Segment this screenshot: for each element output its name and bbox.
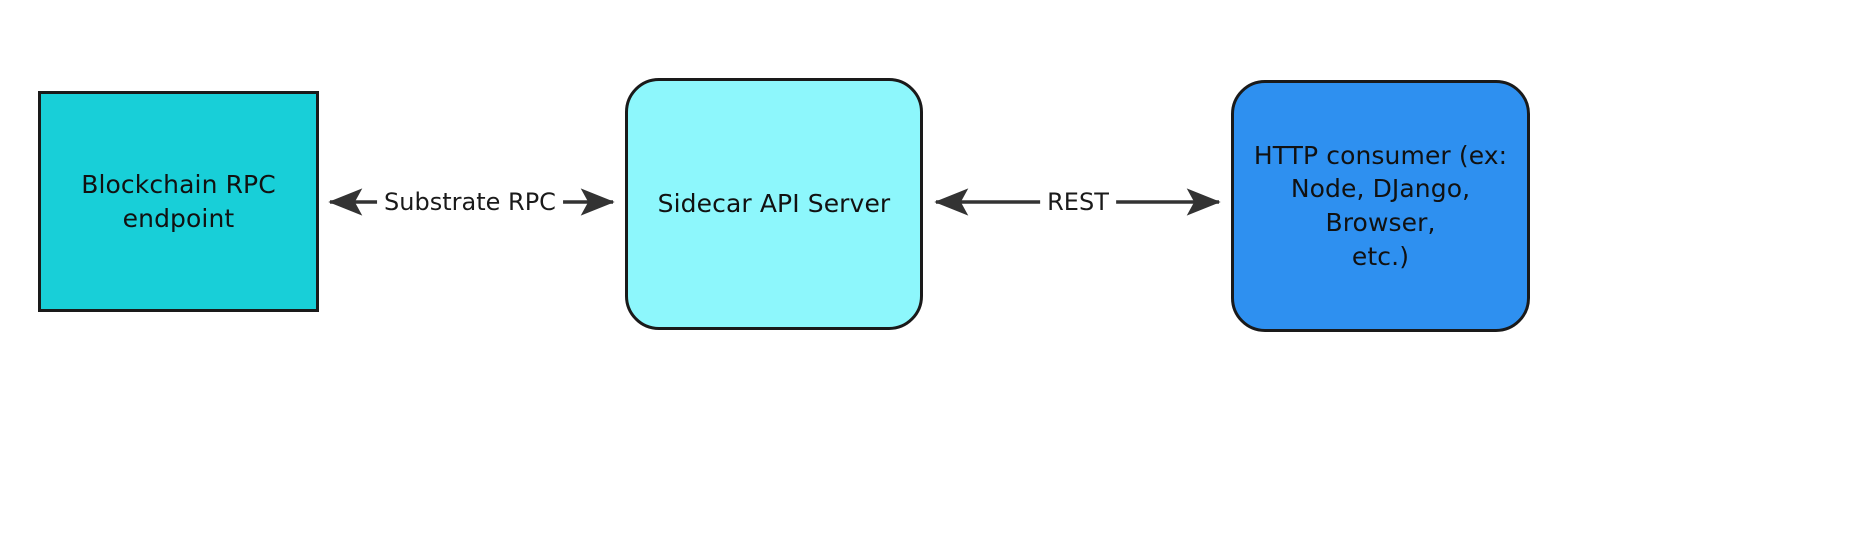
edge-label-rest: REST: [1040, 190, 1116, 214]
node-http-consumer[interactable]: HTTP consumer (ex: Node, DJango, Browser…: [1231, 80, 1530, 332]
node-blockchain-rpc-endpoint[interactable]: Blockchain RPC endpoint: [38, 91, 319, 312]
edge-label-substrate-rpc: Substrate RPC: [377, 190, 563, 214]
node-label-sidecar-api-server: Sidecar API Server: [657, 189, 891, 219]
node-label-blockchain-rpc-endpoint: Blockchain RPC endpoint: [81, 169, 276, 233]
node-label-http-consumer: HTTP consumer (ex: Node, DJango, Browser…: [1253, 140, 1508, 271]
node-sidecar-api-server[interactable]: Sidecar API Server: [625, 78, 923, 330]
